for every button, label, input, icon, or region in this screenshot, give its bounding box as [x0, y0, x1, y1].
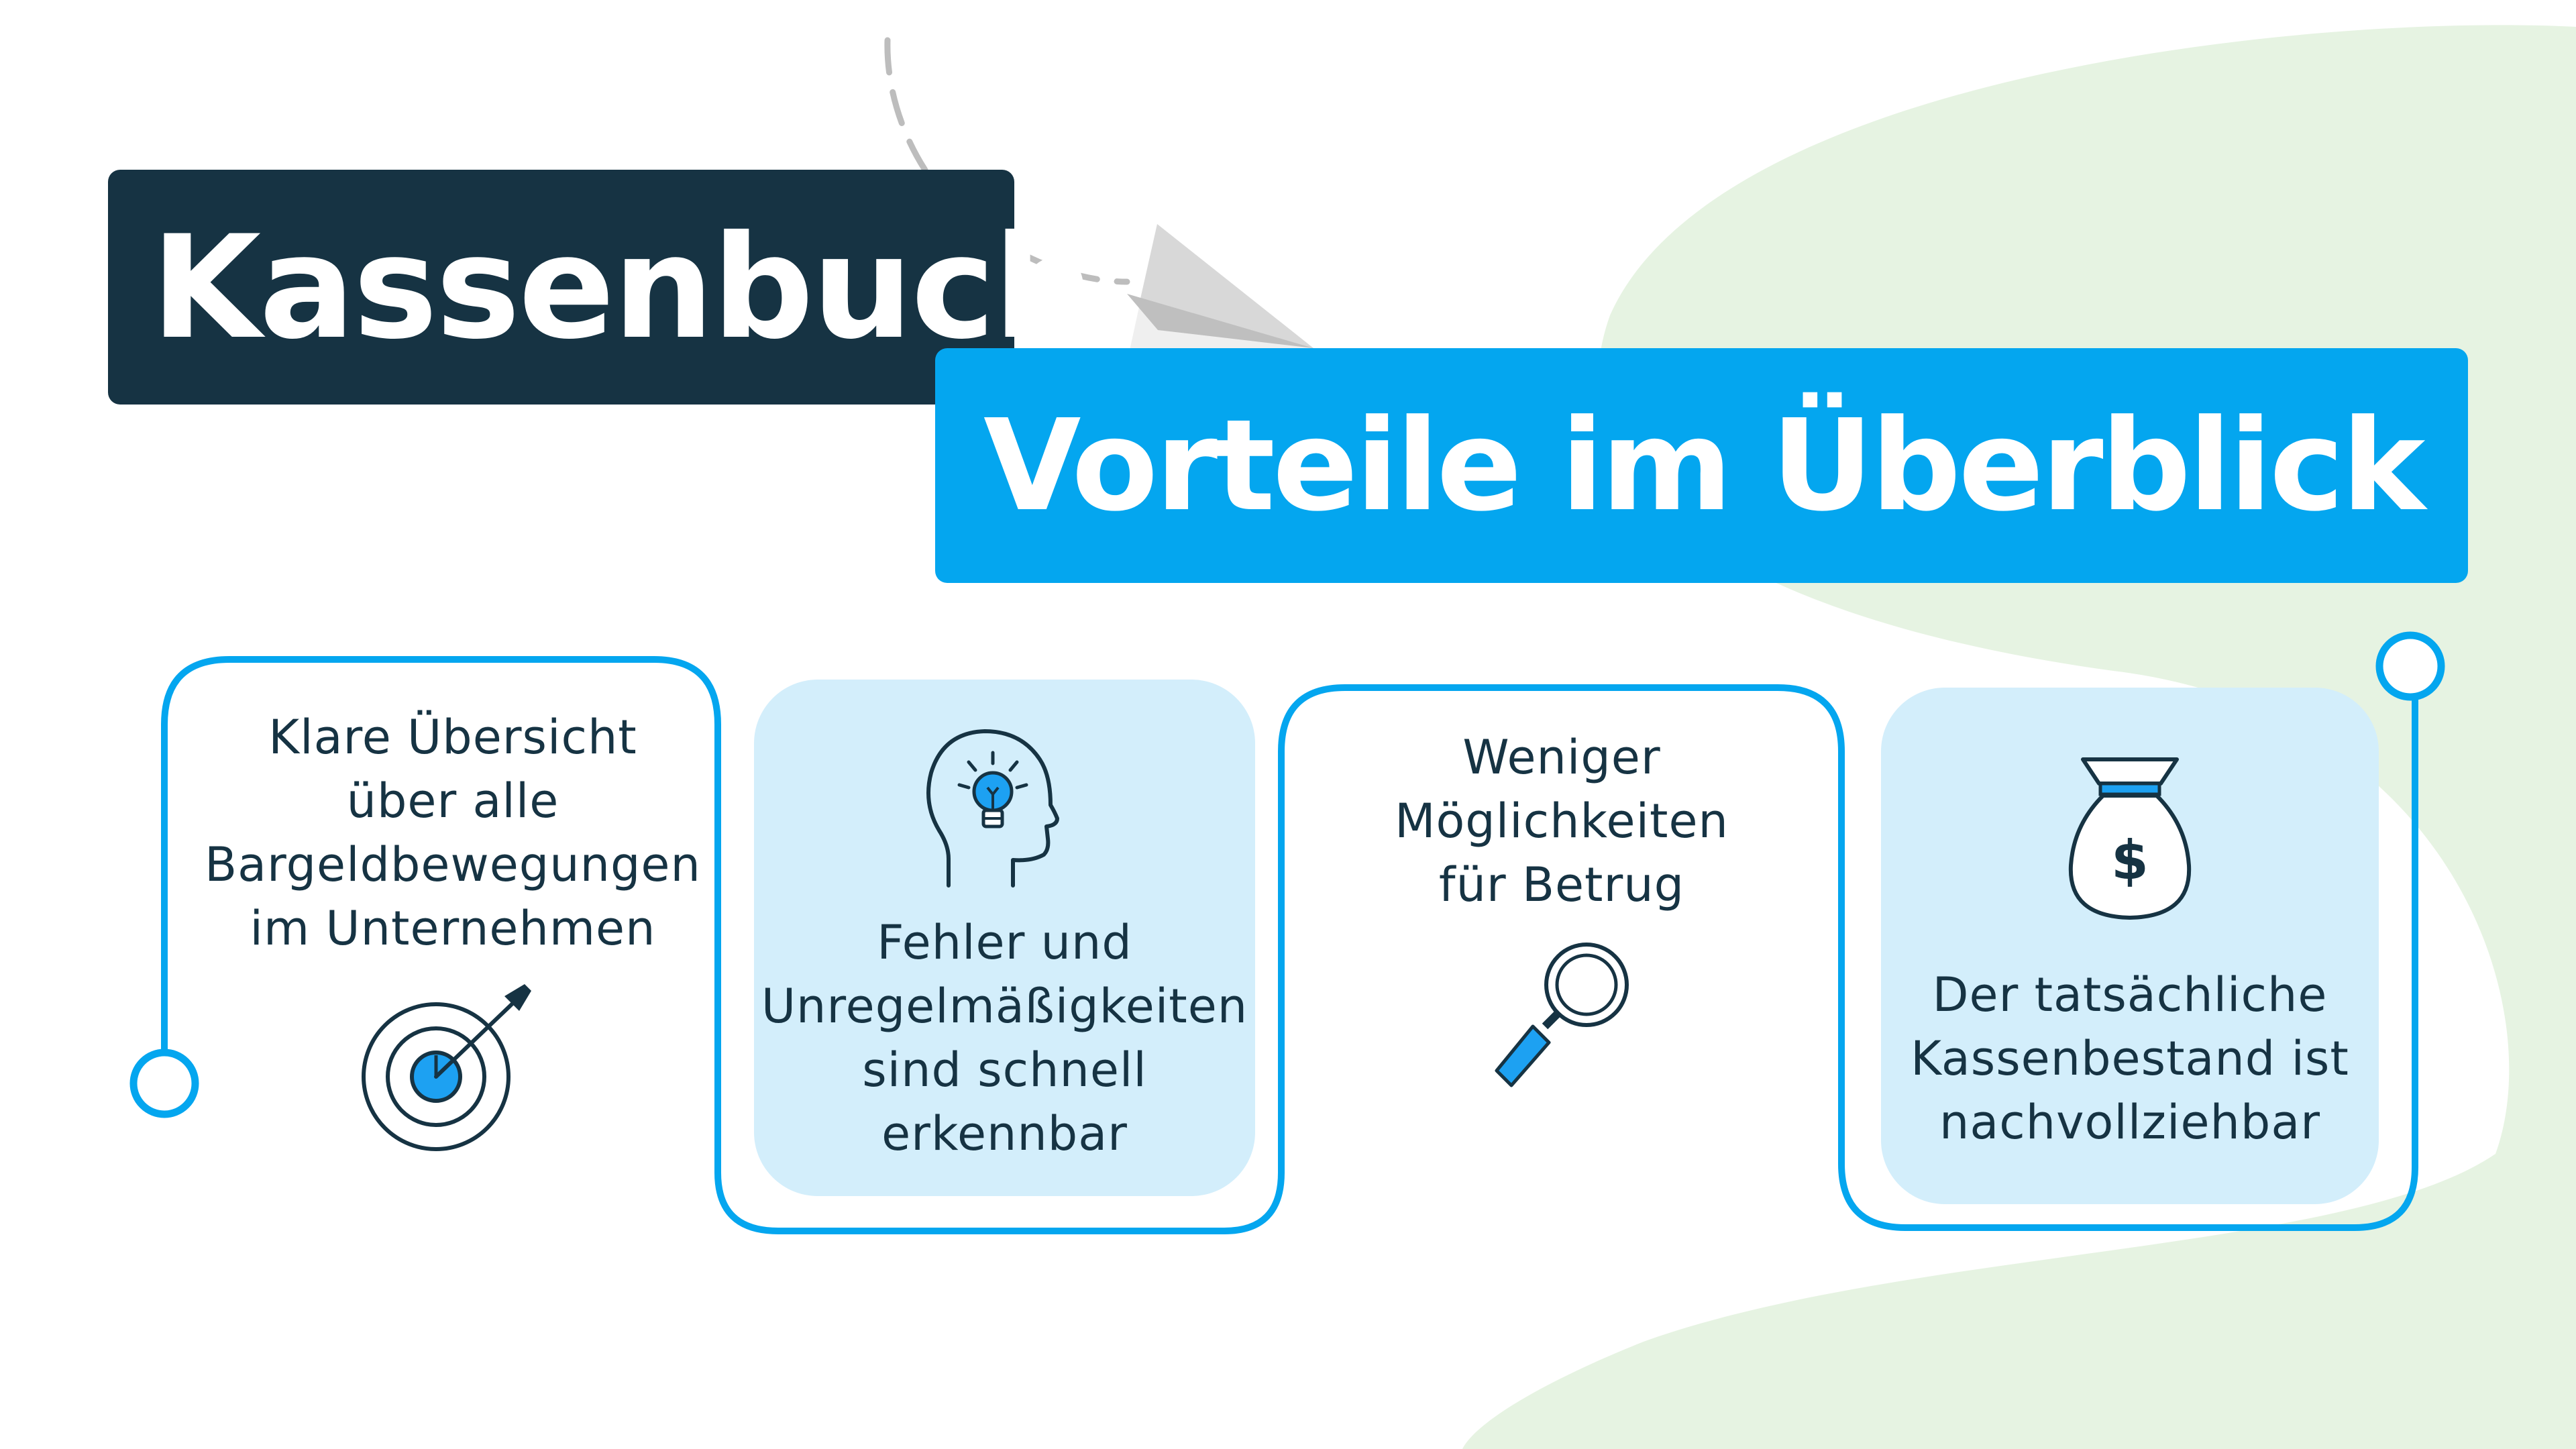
subtitle-box: Vorteile im Überblick — [935, 348, 2468, 583]
benefit-label-2: Fehler und Unregelmäßigkeiten sind schne… — [761, 915, 1248, 1161]
svg-text:$: $ — [2111, 829, 2149, 892]
title-box: Kassenbuch — [108, 170, 1095, 405]
paper-plane-icon — [1122, 224, 1313, 387]
money-bag-icon: $ — [2068, 757, 2192, 920]
benefit-card-2 — [754, 680, 1255, 1196]
magnifier-icon — [1495, 943, 1629, 1087]
end-node — [2375, 631, 2445, 701]
benefit-label-3: Weniger Möglichkeiten für Betrug — [1395, 730, 1729, 912]
benefit-label-1: Klare Übersicht über alle Bargeldbewegun… — [205, 710, 701, 956]
page-subtitle: Vorteile im Überblick — [983, 392, 2425, 539]
start-node — [129, 1049, 199, 1118]
outline-frame-1 — [161, 656, 2418, 1234]
page-title: Kassenbuch — [151, 204, 1095, 370]
target-icon — [362, 984, 531, 1151]
benefit-label-4: Der tatsächliche Kassenbestand ist nachv… — [1911, 967, 2349, 1150]
head-lightbulb-icon — [926, 729, 1059, 888]
